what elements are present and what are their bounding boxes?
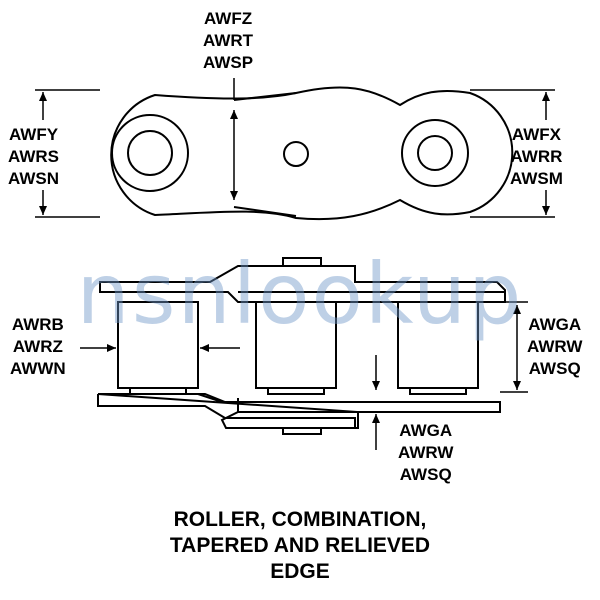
figure-caption: ROLLER, COMBINATION, TAPERED AND RELIEVE…: [0, 507, 600, 585]
link-plate-outline: [110, 86, 514, 221]
side-view-dimensions: [80, 301, 528, 450]
left-pin-inner: [127, 130, 173, 176]
right-pin-inner: [417, 135, 453, 171]
caption-line-2: TAPERED AND RELIEVED: [169, 534, 431, 557]
bottom-pin-stub: [282, 427, 322, 435]
chain-side-view: [97, 257, 506, 435]
right-pin-outer: [401, 119, 469, 187]
taper-line-top: [233, 92, 297, 101]
link-plate-top-view: [110, 86, 514, 221]
taper-line-bottom: [233, 206, 297, 217]
caption-line-1: ROLLER, COMBINATION,: [173, 508, 427, 531]
roller-center: [255, 301, 337, 389]
top-view-dimensions: [35, 78, 555, 218]
center-hole: [283, 141, 309, 167]
bushing-right: [409, 387, 467, 395]
bushing-center: [267, 387, 325, 395]
top-pin-stub: [282, 257, 322, 267]
caption-line-3: EDGE: [270, 560, 330, 583]
left-pin-outer: [111, 114, 189, 192]
roller-right: [397, 301, 479, 389]
upper-offset-plate: [99, 265, 506, 303]
roller-left: [117, 301, 199, 389]
